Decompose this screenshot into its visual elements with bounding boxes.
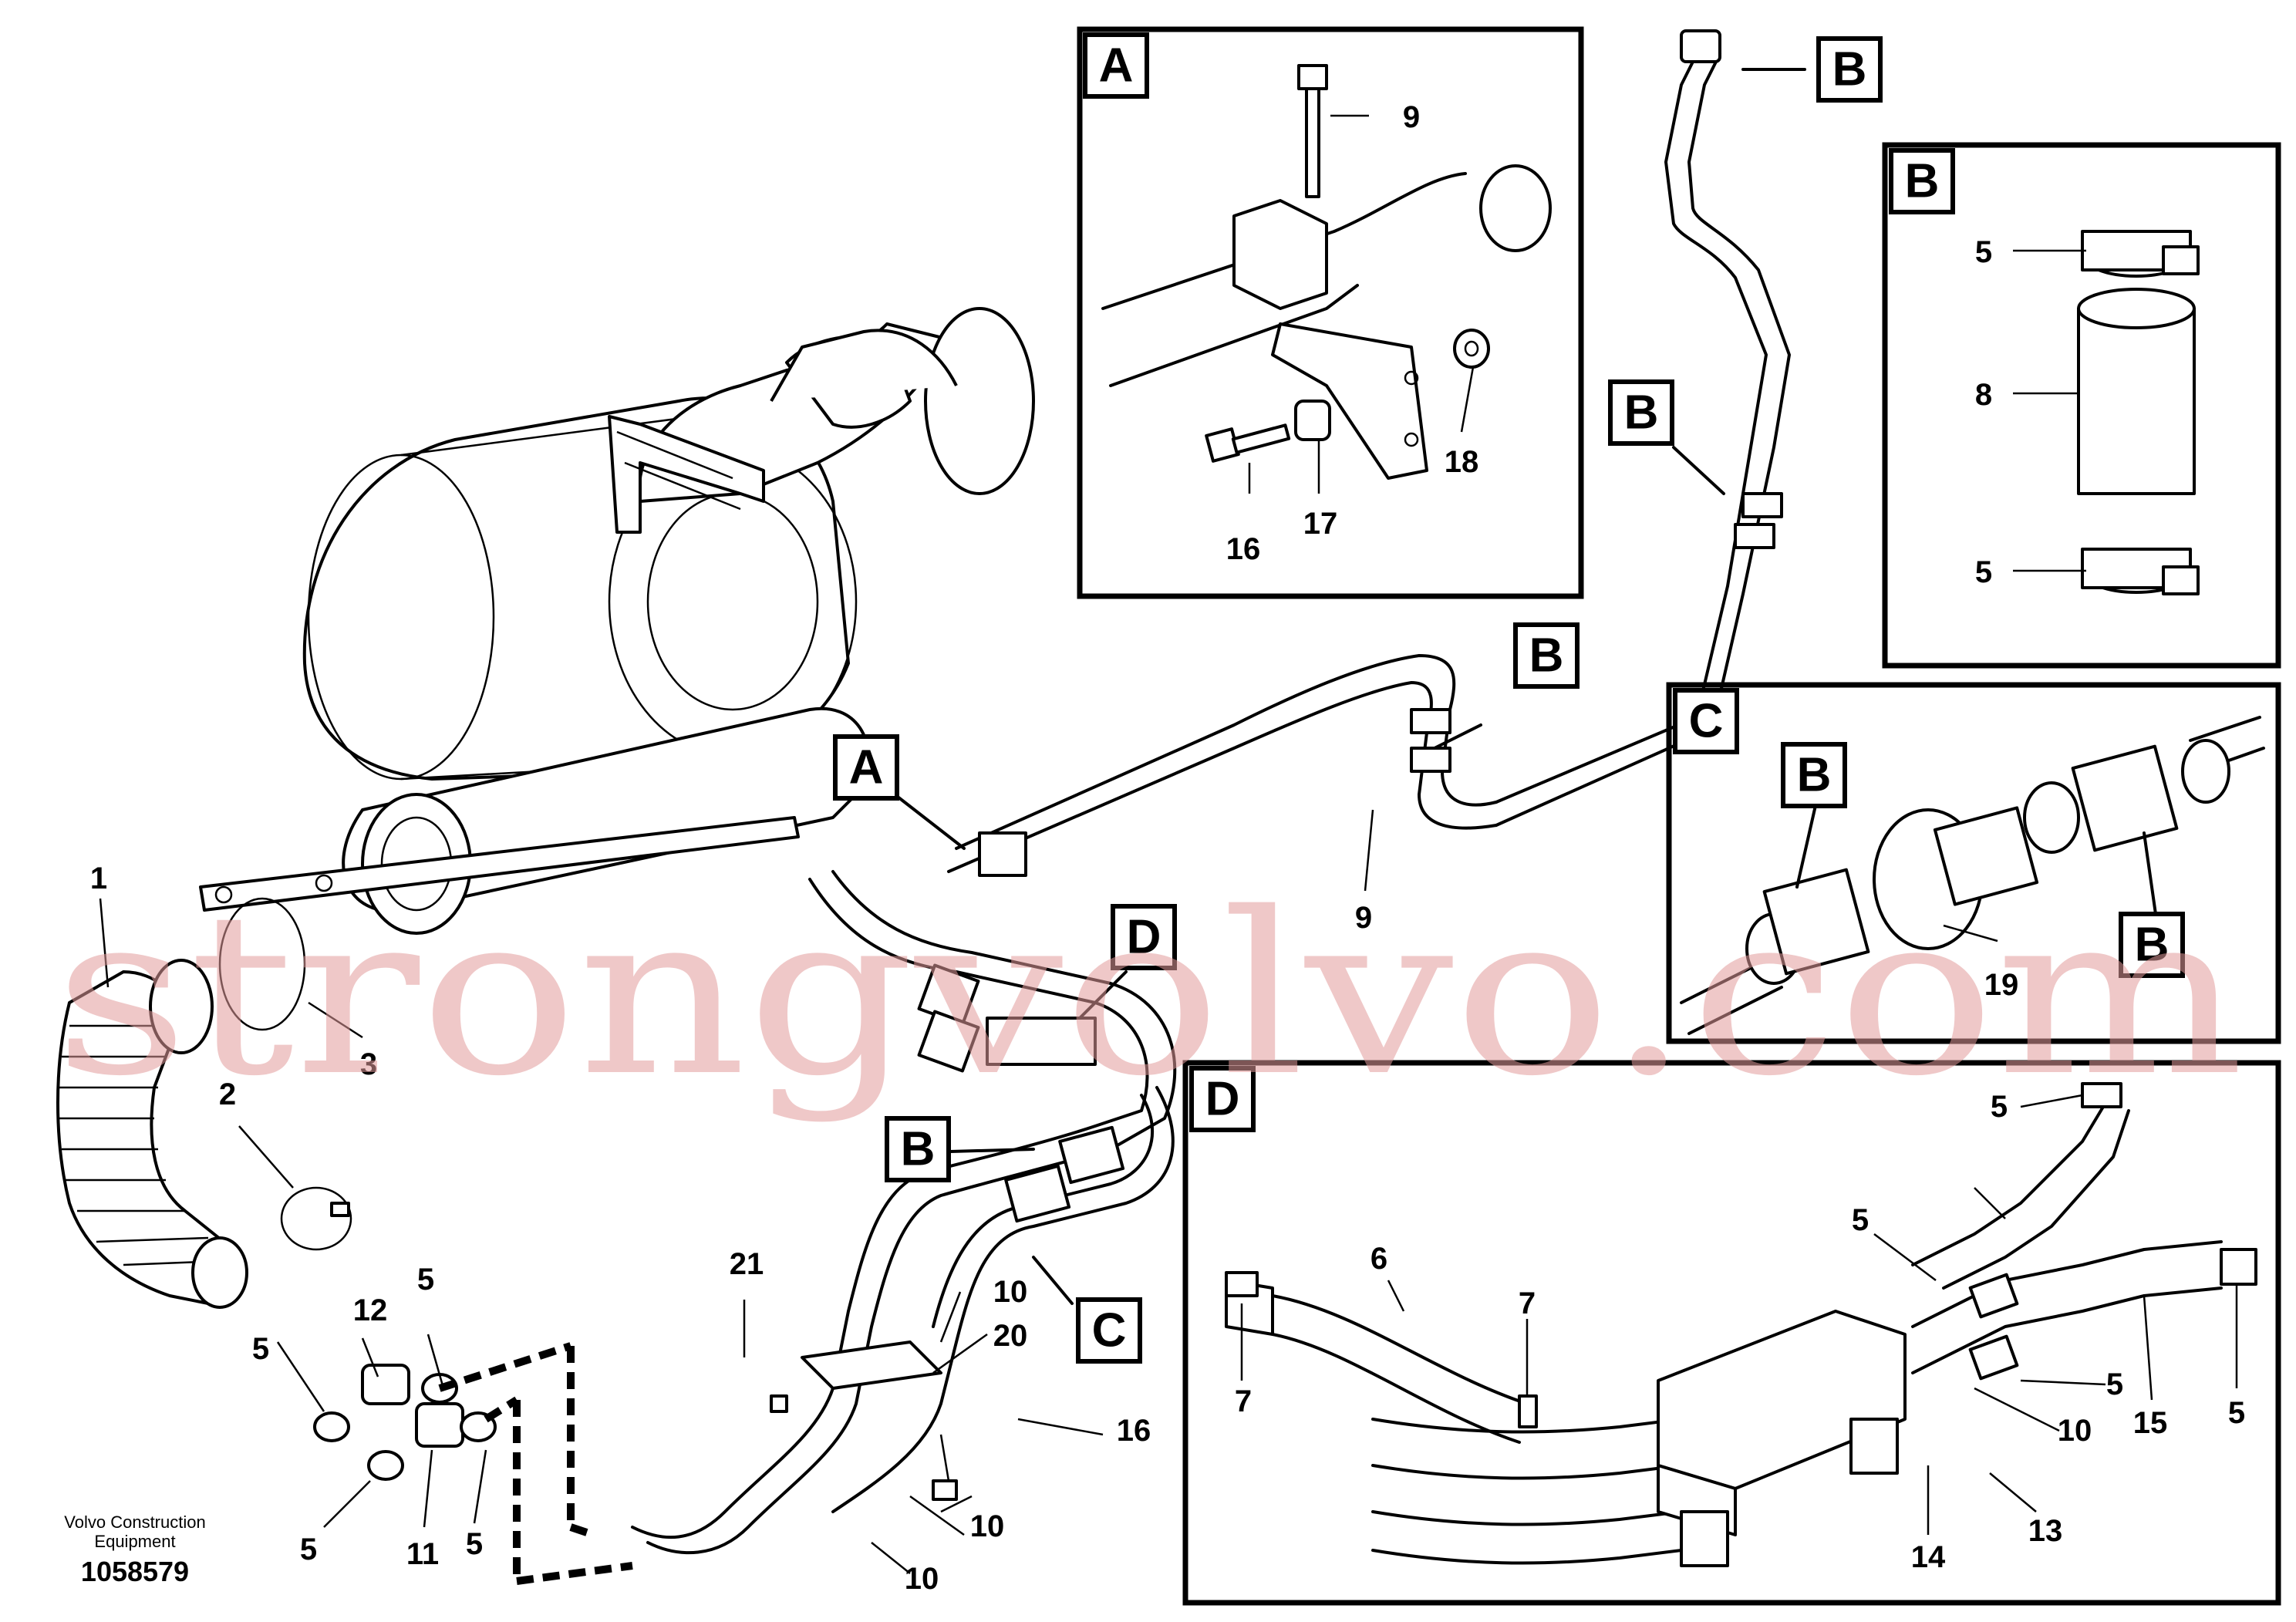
detail-a-frame [1077, 26, 1584, 599]
detail-c-label-b-left: B [1797, 749, 1832, 802]
callout-5-detail-b-top: 5 [1975, 235, 1992, 269]
callout-5-main-a: 5 [417, 1263, 434, 1297]
watermark: strongvolvo.com [54, 865, 2244, 1125]
callout-1: 1 [90, 862, 107, 895]
document-number: 1058579 [81, 1556, 189, 1587]
callout-9-main: 9 [1355, 901, 1372, 935]
detail-b-frame [1882, 142, 2281, 669]
ref-label-b-lower: B [901, 1123, 936, 1176]
callout-5-detail-d-top: 5 [1991, 1090, 2008, 1124]
callout-5-main-c: 5 [300, 1533, 317, 1566]
callout-15-detail-d: 15 [2133, 1406, 2168, 1440]
callout-16-detail-a: 16 [1226, 532, 1261, 566]
callout-5-main-b: 5 [252, 1332, 269, 1366]
company-name-line1: Volvo Construction [64, 1512, 205, 1532]
ref-label-a: A [849, 741, 884, 794]
callout-3: 3 [360, 1047, 377, 1081]
callout-8-detail-b: 8 [1975, 378, 1992, 412]
company-name-line2: Equipment [94, 1532, 175, 1551]
main-assembly [56, 29, 1791, 1585]
callout-10-detail-d: 10 [2058, 1414, 2092, 1448]
callout-5-detail-b-bottom: 5 [1975, 555, 1992, 589]
callout-16-main: 16 [1117, 1414, 1151, 1448]
callout-5-detail-d-far: 5 [2228, 1396, 2245, 1430]
ref-label-b-upper: B [1624, 386, 1659, 440]
footer: Volvo Construction Equipment 1058579 [64, 1512, 205, 1587]
callout-5-main-d: 5 [466, 1527, 483, 1561]
callout-20: 20 [993, 1319, 1028, 1353]
detail-d-frame [1182, 1060, 2281, 1606]
callout-7-detail-d-left: 7 [1235, 1384, 1252, 1418]
callout-5-detail-d-right: 5 [2106, 1367, 2123, 1401]
ref-label-b-top: B [1832, 43, 1867, 96]
callout-14-detail-d: 14 [1911, 1540, 1946, 1574]
callout-21: 21 [730, 1247, 764, 1281]
callout-18-detail-a: 18 [1445, 445, 1479, 479]
detail-d-title: D [1205, 1073, 1240, 1126]
callout-13-detail-d: 13 [2028, 1514, 2063, 1548]
callout-10-main-c: 10 [905, 1562, 939, 1596]
ref-label-c: C [1092, 1304, 1127, 1357]
callout-5-detail-d-mid: 5 [1852, 1203, 1869, 1237]
detail-c-frame [1666, 682, 2281, 1044]
callout-9-detail-a: 9 [1403, 100, 1420, 134]
detail-c-title: C [1689, 695, 1724, 748]
callout-11: 11 [406, 1537, 439, 1571]
detail-b-title: B [1905, 155, 1940, 208]
callout-17-detail-a: 17 [1303, 507, 1338, 541]
callout-7-detail-d-mid: 7 [1519, 1286, 1536, 1320]
callout-6-detail-d: 6 [1371, 1242, 1387, 1276]
detail-c-label-b-right: B [2135, 919, 2170, 972]
detail-a-title: A [1099, 39, 1134, 93]
ref-label-b-mid: B [1529, 629, 1564, 683]
ref-label-d: D [1127, 911, 1161, 964]
callout-2: 2 [219, 1077, 236, 1111]
callout-numbers: 9 16 17 18 5 8 5 19 1 2 3 9 21 10 20 16 … [90, 100, 2245, 1596]
leader-lines [99, 114, 2238, 1574]
callout-12: 12 [353, 1293, 388, 1327]
callout-10-main-b: 10 [970, 1509, 1005, 1543]
callout-10-main-a: 10 [993, 1275, 1028, 1309]
detail-label-boxes: A B C D B B B A D B C B B [833, 32, 2185, 1364]
callout-19-detail-c: 19 [1984, 968, 2019, 1002]
